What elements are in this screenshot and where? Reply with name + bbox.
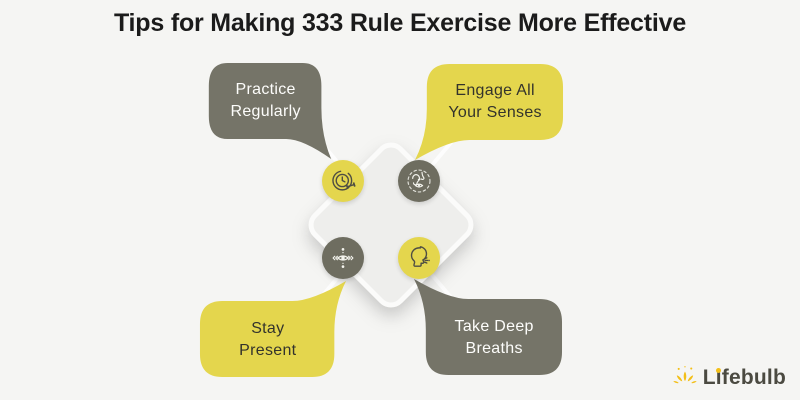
ear-nose-eye-senses-icon bbox=[398, 160, 440, 202]
bubble-label: Engage All Your Senses bbox=[448, 82, 542, 121]
breathing-head-icon bbox=[398, 237, 440, 279]
clock-dumbbell-icon bbox=[322, 160, 364, 202]
logo-brand-text: Lifebulb bbox=[703, 367, 786, 388]
speech-bubble-shape bbox=[199, 281, 347, 377]
logo-brand-label: Lifebulb bbox=[702, 365, 786, 389]
lifebulb-logo: Lifebulb bbox=[671, 364, 786, 390]
speech-bubble-shape bbox=[413, 279, 563, 375]
speech-bubble-shape bbox=[414, 64, 564, 160]
page-title: Tips for Making 333 Rule Exercise More E… bbox=[113, 9, 687, 37]
speech-bubble-shape bbox=[208, 63, 332, 159]
bubble-engage-all-your-senses: Engage All Your Senses bbox=[414, 63, 564, 163]
bubble-label: Practice Regularly bbox=[230, 81, 301, 120]
bubble-label: Take Deep Breaths bbox=[454, 318, 534, 357]
bubble-practice-regularly: Practice Regularly bbox=[208, 62, 332, 162]
bubble-label: Stay Present bbox=[239, 320, 297, 359]
lifebulb-flower-icon bbox=[673, 366, 697, 384]
logo-i-dot bbox=[715, 367, 721, 373]
eye-focus-arrows-icon bbox=[322, 237, 364, 279]
bubble-take-deep-breaths: Take Deep Breaths bbox=[413, 276, 563, 376]
bubble-stay-present: Stay Present bbox=[199, 278, 347, 378]
